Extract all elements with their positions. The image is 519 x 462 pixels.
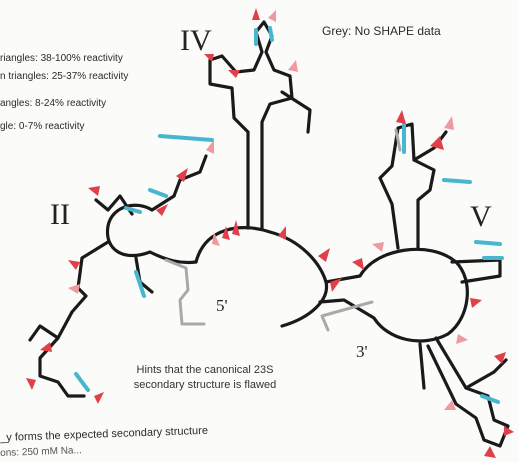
reactivity-mark <box>318 248 330 262</box>
reactivity-mark <box>68 284 80 294</box>
helix-ii-d <box>76 374 88 390</box>
reactivity-mark <box>94 392 104 404</box>
reactivity-mark <box>88 186 100 196</box>
domain-v-junction <box>320 249 467 341</box>
domain-v-small-stem <box>420 344 424 388</box>
reactivity-mark <box>176 168 188 182</box>
reactivity-mark <box>68 260 80 270</box>
domain-v-upper-stem <box>380 124 434 248</box>
three-prime-tail <box>322 302 372 330</box>
domain-v-lower-stem <box>428 338 508 446</box>
helix-ii-b <box>150 190 166 196</box>
reactivity-mark <box>268 10 276 22</box>
reactivity-mark <box>456 334 468 344</box>
reactivity-mark <box>228 70 240 78</box>
helix-ii-a <box>126 208 140 212</box>
reactivity-mark <box>288 60 298 72</box>
helix-v-e <box>482 396 498 402</box>
helix-v-c <box>476 242 500 244</box>
five-prime-tail <box>166 260 204 324</box>
reactivity-mark <box>372 242 384 252</box>
domain-v-right-stem <box>452 260 500 282</box>
reactivity-mark <box>484 446 496 458</box>
reactivity-mark <box>396 110 406 124</box>
reactivity-mark <box>278 226 286 240</box>
helix-iv-top-2 <box>270 28 272 40</box>
reactivity-mark <box>26 378 36 390</box>
domain-ii-loop <box>107 196 196 263</box>
helix-iv-branch <box>160 136 212 140</box>
reactivity-mark <box>40 342 52 352</box>
reactivity-mark <box>444 116 454 130</box>
reactivity-mark <box>206 140 214 154</box>
domain-ii-lower-branch <box>30 326 58 340</box>
reactivity-mark <box>470 298 482 308</box>
reactivity-mark <box>352 258 364 270</box>
domain-iv-stem <box>210 22 292 228</box>
helix-v-b <box>444 180 470 182</box>
domain-ii-upper-stem <box>96 196 132 214</box>
domain-v-lower-branch <box>466 360 506 388</box>
reactivity-mark <box>252 8 260 20</box>
